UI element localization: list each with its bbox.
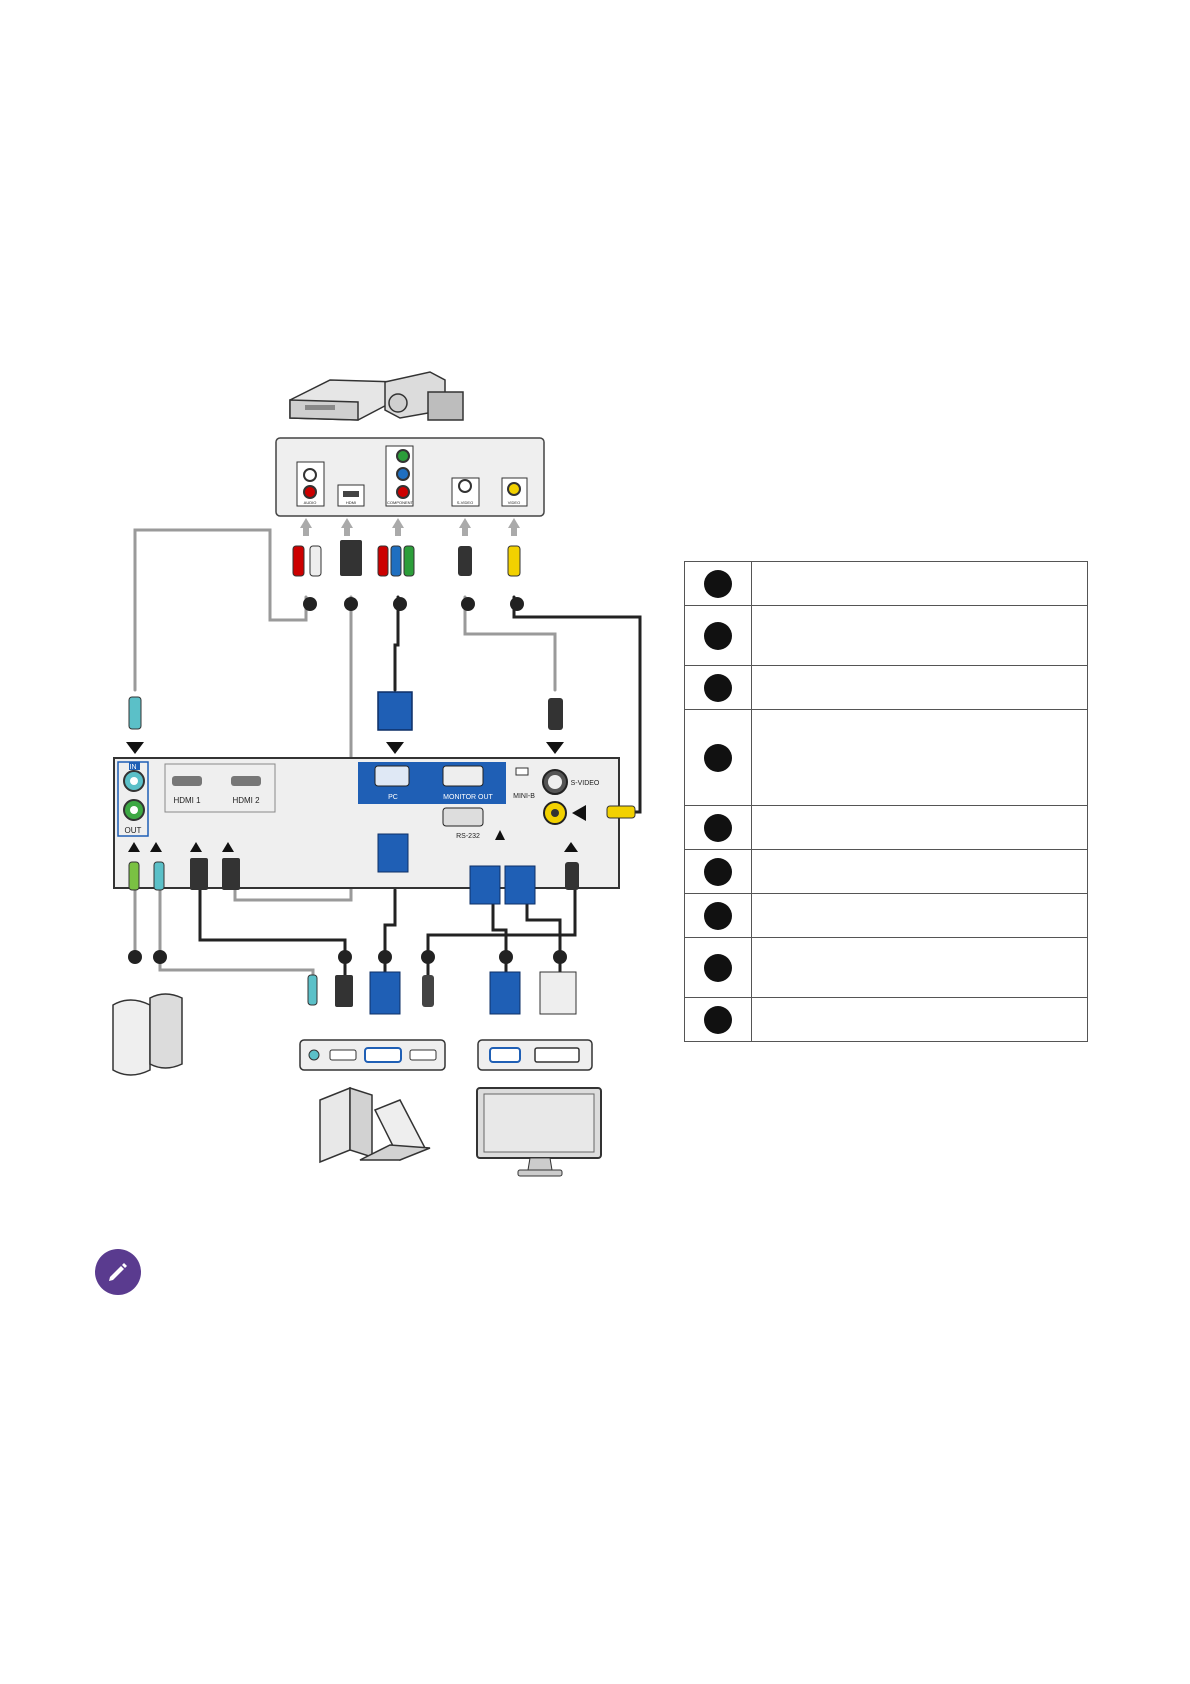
legend-number-cell <box>684 805 752 850</box>
legend-number-marker <box>704 953 732 982</box>
legend-row <box>684 805 1088 850</box>
rs232-label: RS-232 <box>456 833 480 840</box>
video-plug <box>572 805 636 821</box>
legend-description <box>751 709 1088 806</box>
legend-row <box>684 997 1088 1042</box>
legend-description <box>751 805 1088 850</box>
legend-number-marker <box>704 1005 732 1034</box>
legend-number-cell <box>684 997 752 1042</box>
monitor-out-label: MONITOR OUT <box>443 794 493 801</box>
pc-side-plugs <box>307 971 577 1015</box>
computer-illustration <box>319 1086 431 1164</box>
projector-panel: IN OUT HDMI 1 HDMI 2 PC MONITOR OUT RS-2… <box>113 757 620 889</box>
legend-number-marker <box>704 857 732 886</box>
legend-row <box>684 665 1088 710</box>
legend-number-cell <box>684 893 752 938</box>
legend-description <box>751 849 1088 894</box>
source-plugs <box>292 540 521 577</box>
legend-number-marker <box>704 569 732 598</box>
panel-component-label: COMPONENT <box>387 500 414 505</box>
legend-number-cell <box>684 709 752 806</box>
projector-bottom-plugs <box>128 833 579 905</box>
legend-number-marker <box>704 673 732 702</box>
legend-description <box>751 997 1088 1042</box>
audio-out-label: OUT <box>125 826 142 835</box>
legend-row <box>684 893 1088 938</box>
legend-number-cell <box>684 605 752 666</box>
av-source-devices-illustration <box>289 371 464 421</box>
legend-number-marker <box>704 813 732 842</box>
pc-connector-panel <box>299 1039 446 1071</box>
legend-description <box>751 561 1088 606</box>
legend-description <box>751 665 1088 710</box>
legend-number-cell <box>684 937 752 998</box>
legend-number-marker <box>704 621 732 650</box>
legend-description <box>751 605 1088 666</box>
projector-top-plugs <box>126 691 564 754</box>
hdmi1-label: HDMI 1 <box>173 796 201 805</box>
legend-number-marker <box>704 743 732 772</box>
monitor-illustration <box>476 1087 602 1177</box>
legend-row <box>684 605 1088 666</box>
legend-description <box>751 937 1088 998</box>
legend-number-marker <box>704 901 732 930</box>
cable-legend-table <box>684 561 1088 1042</box>
audio-in-label: IN <box>130 764 137 771</box>
legend-row <box>684 561 1088 606</box>
panel-svideo-label: S-VIDEO <box>457 500 473 505</box>
pc-label: PC <box>388 794 398 801</box>
note-pencil-icon <box>95 1249 141 1295</box>
monitor-connector-panel <box>477 1039 593 1071</box>
legend-number-cell <box>684 665 752 710</box>
av-source-panel: AUDIO HDMI COMPONENT S-VIDEO VIDEO <box>275 437 545 517</box>
panel-audio-label: AUDIO <box>304 500 317 505</box>
mini-b-label: MINI-B <box>513 793 535 800</box>
legend-description <box>751 893 1088 938</box>
hdmi2-label: HDMI 2 <box>232 796 260 805</box>
source-panel-arrows <box>300 518 520 536</box>
speakers-illustration <box>112 993 183 1076</box>
legend-row <box>684 709 1088 806</box>
legend-number-cell <box>684 849 752 894</box>
pencil-icon <box>109 1263 127 1281</box>
legend-number-cell <box>684 561 752 606</box>
legend-row <box>684 849 1088 894</box>
panel-hdmi-label: HDMI <box>346 500 356 505</box>
svideo-label: S-VIDEO <box>571 780 600 787</box>
panel-video-label: VIDEO <box>508 500 520 505</box>
connection-markers <box>128 597 567 964</box>
legend-row <box>684 937 1088 998</box>
